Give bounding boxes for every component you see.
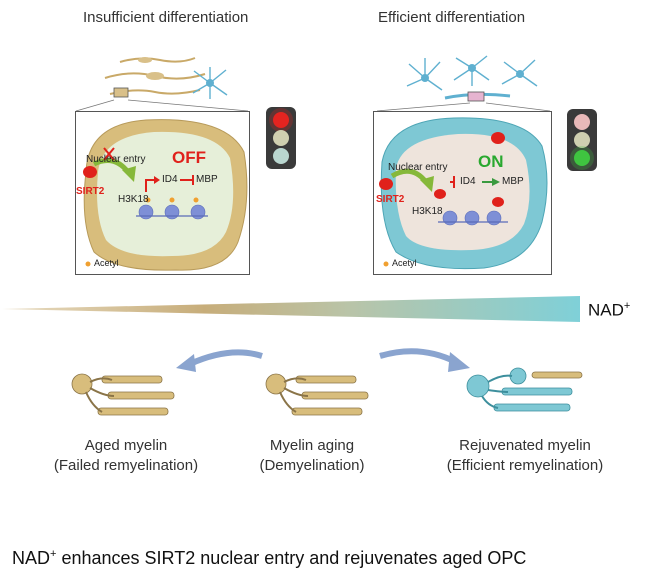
right-title: Efficient differentiation — [378, 9, 526, 26]
right-cell-panel: Nuclear entry ON SIRT2 H3K18 ID4 MBP Ace… — [373, 111, 552, 275]
left-id4-label: ID4 — [162, 174, 178, 185]
right-opc-illustration — [406, 55, 538, 102]
left-state-off: OFF — [172, 148, 206, 167]
right-mbp-label: MBP — [502, 176, 524, 187]
left-h3k18-label: H3K18 — [118, 194, 149, 205]
right-h3k18-label: H3K18 — [412, 206, 443, 217]
left-sirt2-label: SIRT2 — [76, 186, 105, 197]
traffic-light-red-icon — [266, 107, 296, 169]
right-nuclear-entry: Nuclear entry — [388, 162, 448, 173]
footer-statement: NAD+ enhances SIRT2 nuclear entry and re… — [12, 548, 527, 568]
aged-myelin-illustration — [71, 373, 175, 416]
left-nuclear-entry: Nuclear entry — [86, 154, 146, 165]
caption-aged-myelin: Aged myelin (Failed remyelination) — [53, 437, 199, 474]
right-id4-label: ID4 — [460, 176, 476, 187]
caption-rejuvenated-myelin: Rejuvenated myelin (Efficient remyelinat… — [446, 437, 604, 474]
right-sirt2-label: SIRT2 — [376, 194, 405, 205]
traffic-light-green-icon — [567, 109, 597, 171]
left-acetyl-label: Acetyl — [94, 258, 119, 268]
left-title: Insufficient differentiation — [83, 9, 249, 26]
left-cell-drawing — [83, 119, 248, 271]
left-astro-icon — [192, 67, 228, 99]
right-state-on: ON — [478, 152, 504, 171]
curved-arrows — [176, 348, 470, 372]
zoom-lines — [75, 99, 551, 112]
nad-label: NAD+ — [588, 300, 631, 320]
right-acetyl-label: Acetyl — [392, 258, 417, 268]
left-cell-panel: Nuclear entry OFF SIRT2 H3K18 ID4 MBP Ac… — [75, 111, 250, 275]
right-cell-drawing — [379, 117, 548, 270]
myelin-aging-illustration — [265, 373, 369, 416]
caption-myelin-aging: Myelin aging (Demyelination) — [259, 437, 365, 474]
nad-gradient-wedge — [2, 296, 580, 322]
left-mbp-label: MBP — [196, 174, 218, 185]
rejuvenated-myelin-illustration — [466, 367, 583, 412]
left-opc-illustration — [104, 57, 206, 98]
